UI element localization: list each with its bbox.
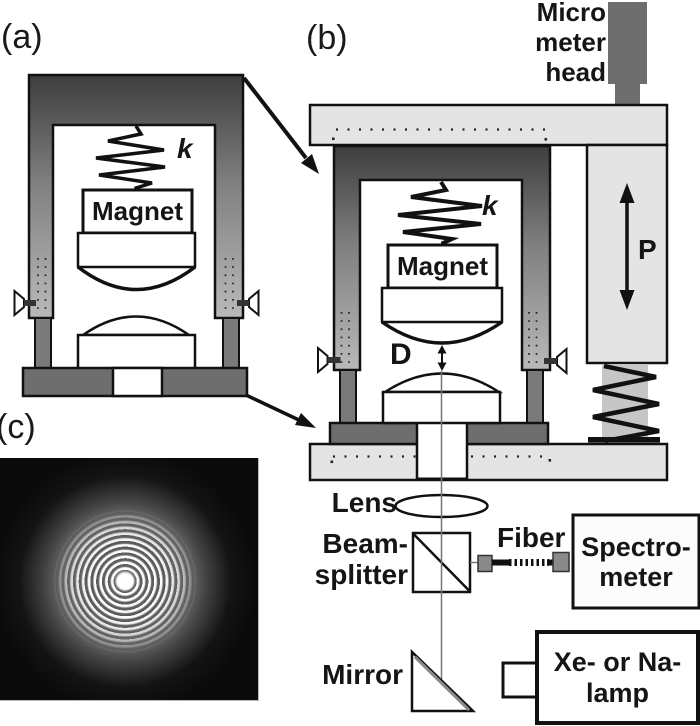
piston-label: P — [638, 234, 657, 265]
panel-b-screw-right — [544, 346, 568, 376]
panel-a-frame-dowel-dots — [37, 258, 234, 315]
panel-a-left-leg — [34, 317, 52, 369]
piston-arrow — [619, 183, 635, 310]
panel-b-screw-left — [317, 345, 341, 375]
lamp-label: Xe- or Na- lamp — [553, 646, 682, 708]
arrow-a-to-b-top — [242, 76, 319, 174]
panel-b-label: (b) — [306, 19, 348, 57]
panel-b-right-leg — [526, 369, 544, 424]
arrow-a-to-b-bottom — [245, 393, 316, 428]
lamp-snout — [501, 661, 539, 699]
panel-a-screw-left — [13, 288, 36, 318]
magnet-label-b: Magnet — [397, 251, 488, 282]
panel-b-top-plate-dots — [332, 128, 548, 141]
panel-a-apparatus — [13, 73, 260, 398]
panel-b-upper-lens — [380, 286, 504, 345]
spring-constant-label-b: k — [482, 190, 498, 221]
spectrometer-label: Spectro- meter — [581, 531, 691, 592]
mirror-label: Mirror — [322, 659, 403, 690]
fiber-connector-right — [552, 551, 570, 573]
central-bright-spot — [114, 570, 137, 593]
beamsplitter-label: Beam- splitter — [314, 528, 408, 590]
support-spring — [588, 363, 660, 444]
micrometer-head-label: Micro meter head — [535, 0, 606, 87]
panel-a-upper-lens — [76, 231, 197, 292]
optics-chain — [394, 371, 700, 725]
fiber-label: Fiber — [497, 522, 566, 553]
interference-pattern-photo — [0, 458, 259, 701]
fiber-connector-left — [477, 554, 493, 573]
panel-b-frame-dowel-dots — [340, 312, 538, 367]
lamp-box — [535, 630, 700, 725]
lens-label: Lens — [331, 487, 397, 518]
panel-a-lower-lens — [76, 315, 197, 372]
panel-b-top-plate — [308, 103, 669, 147]
panel-a-screw-right — [237, 288, 260, 318]
panel-b-bottom-plate — [308, 442, 669, 482]
panel-a-right-leg — [222, 317, 240, 369]
panel-a-base-aperture — [111, 366, 164, 398]
micrometer-head-body — [608, 2, 647, 84]
gap-label: D — [390, 338, 412, 371]
spectrometer-box — [571, 513, 700, 610]
mirror-prism — [410, 649, 477, 713]
gap-arrow — [437, 345, 447, 371]
panel-c-label: (c) — [0, 408, 36, 446]
spring-constant-label-a: k — [177, 133, 193, 164]
panel-b-spring — [397, 180, 483, 246]
panel-b-left-leg — [339, 369, 357, 424]
fiber-cable — [477, 551, 570, 573]
panel-a-label: (a) — [1, 18, 43, 56]
panel-b-bottom-plate-dots — [330, 455, 552, 464]
panel-a-spring — [95, 125, 166, 191]
magnet-label-a: Magnet — [92, 196, 183, 227]
